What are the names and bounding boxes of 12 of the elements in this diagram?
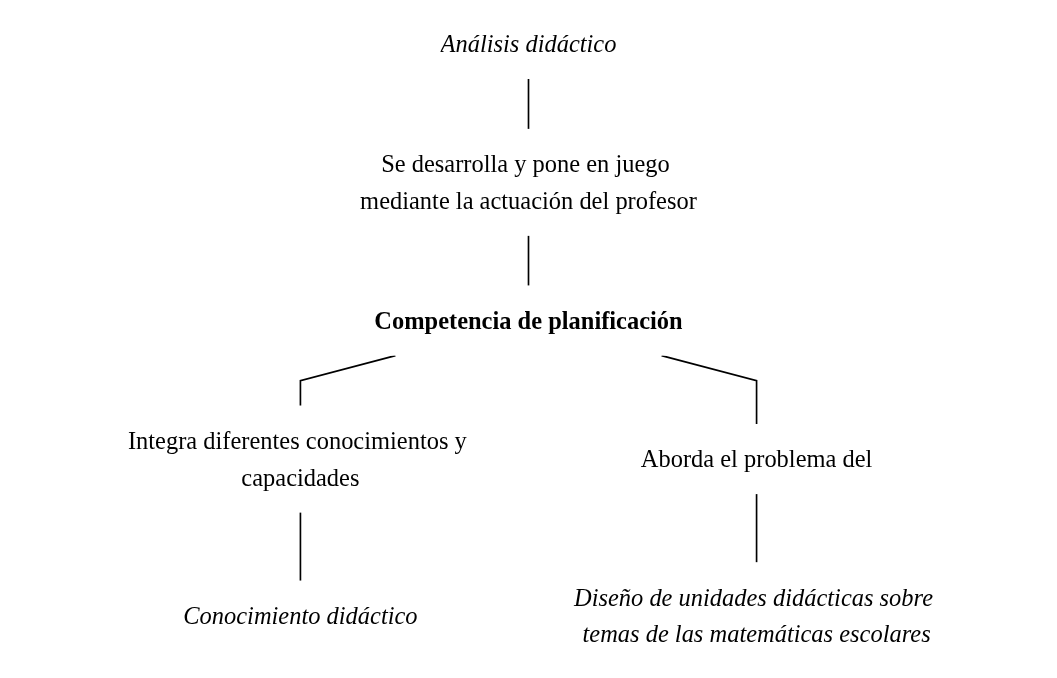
node-text: Competencia de planificación [374, 306, 683, 335]
connector [755, 493, 758, 564]
node-text: Aborda el problema del [640, 445, 873, 473]
node-text: Conocimiento didáctico [183, 601, 418, 630]
connector [660, 354, 758, 425]
connector [527, 78, 530, 130]
connector [299, 354, 397, 407]
node-text: Integra diferentes conocimientos y capacidades [127, 426, 467, 492]
connector [527, 234, 530, 287]
node-text: Se desarrolla y pone en juego mediante la actuación del profesor [360, 150, 697, 215]
node-text: Diseño de unidades didácticas sobre temas de las matemáticas escolares [574, 583, 934, 648]
connector [299, 511, 302, 582]
